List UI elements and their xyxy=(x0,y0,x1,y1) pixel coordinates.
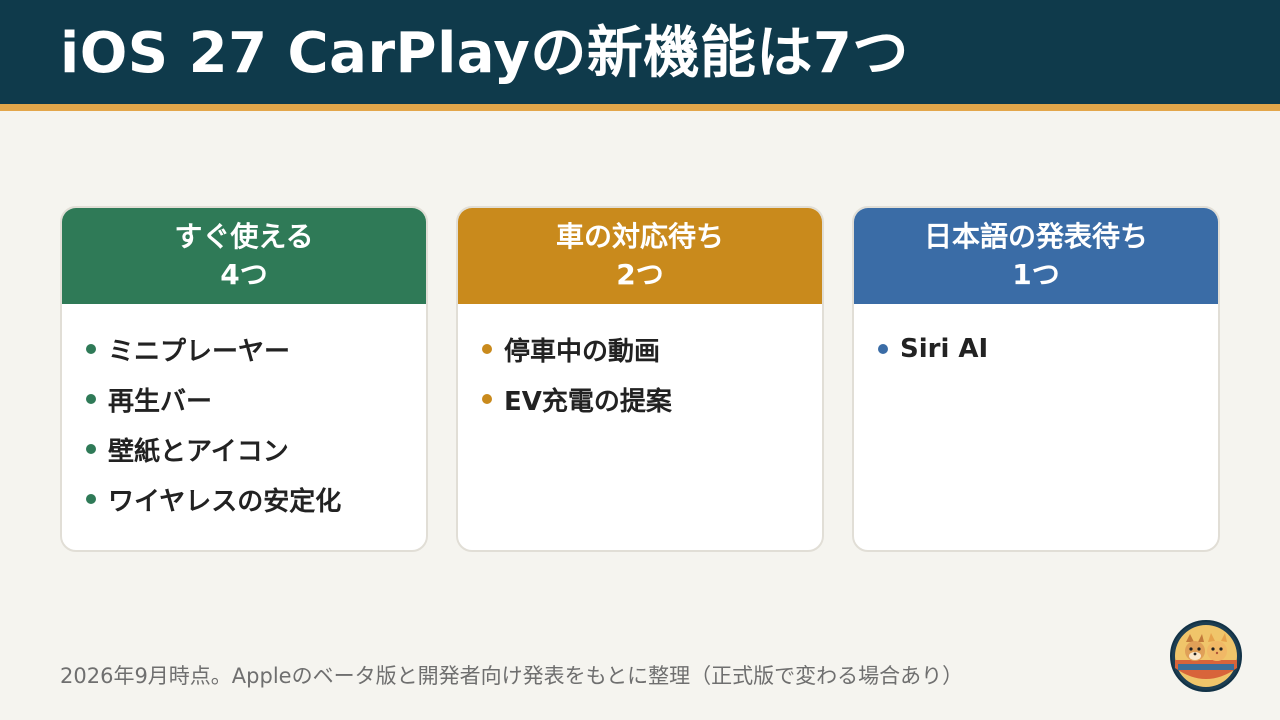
card-count: 4つ xyxy=(220,258,268,291)
page-title: iOS 27 CarPlayの新機能は7つ xyxy=(60,21,909,86)
bullet-dot-icon xyxy=(878,344,888,354)
list-item: Siri AI xyxy=(878,324,1218,374)
list-item-label: EV充電の提案 xyxy=(504,386,672,417)
bullet-dot-icon xyxy=(86,344,96,354)
list-item-label: ワイヤレスの安定化 xyxy=(108,486,342,517)
card-waiting-for-japanese: 日本語の発表待ち 1つ Siri AI xyxy=(852,206,1220,552)
bullet-dot-icon xyxy=(86,394,96,404)
list-item: 再生バー xyxy=(86,374,426,424)
card-title: 日本語の発表待ち xyxy=(923,220,1148,253)
card-waiting-for-car: 車の対応待ち 2つ 停車中の動画 EV充電の提案 xyxy=(456,206,824,552)
bullet-dot-icon xyxy=(482,394,492,404)
card-title: すぐ使える xyxy=(174,220,314,253)
cat-dog-mascot-icon xyxy=(1170,620,1242,692)
list-item: ミニプレーヤー xyxy=(86,324,426,374)
list-item-label: 停車中の動画 xyxy=(504,336,661,367)
bullet-dot-icon xyxy=(86,494,96,504)
footer-note: 2026年9月時点。Appleのベータ版と開発者向け発表をもとに整理（正式版で変… xyxy=(60,664,964,688)
list-item: 壁紙とアイコン xyxy=(86,424,426,474)
card-header: すぐ使える 4つ xyxy=(62,208,426,304)
bullet-dot-icon xyxy=(86,444,96,454)
list-item: 停車中の動画 xyxy=(482,324,822,374)
feature-list: 停車中の動画 EV充電の提案 xyxy=(458,304,822,424)
list-item-label: 壁紙とアイコン xyxy=(108,436,289,467)
list-item-label: Siri AI xyxy=(900,334,989,364)
card-count: 2つ xyxy=(616,258,664,291)
feature-list: ミニプレーヤー 再生バー 壁紙とアイコン ワイヤレスの安定化 xyxy=(62,304,426,524)
list-item-label: ミニプレーヤー xyxy=(108,336,291,367)
header-bar: iOS 27 CarPlayの新機能は7つ xyxy=(0,0,1280,104)
card-title: 車の対応待ち xyxy=(555,220,724,253)
list-item-label: 再生バー xyxy=(108,386,213,417)
card-header: 車の対応待ち 2つ xyxy=(458,208,822,304)
card-header: 日本語の発表待ち 1つ xyxy=(854,208,1218,304)
header-accent-stripe xyxy=(0,104,1280,111)
list-item: ワイヤレスの安定化 xyxy=(86,474,426,524)
feature-list: Siri AI xyxy=(854,304,1218,374)
list-item: EV充電の提案 xyxy=(482,374,822,424)
card-available-now: すぐ使える 4つ ミニプレーヤー 再生バー 壁紙とアイコン ワイヤレスの安定化 xyxy=(60,206,428,552)
bullet-dot-icon xyxy=(482,344,492,354)
card-count: 1つ xyxy=(1012,258,1060,291)
